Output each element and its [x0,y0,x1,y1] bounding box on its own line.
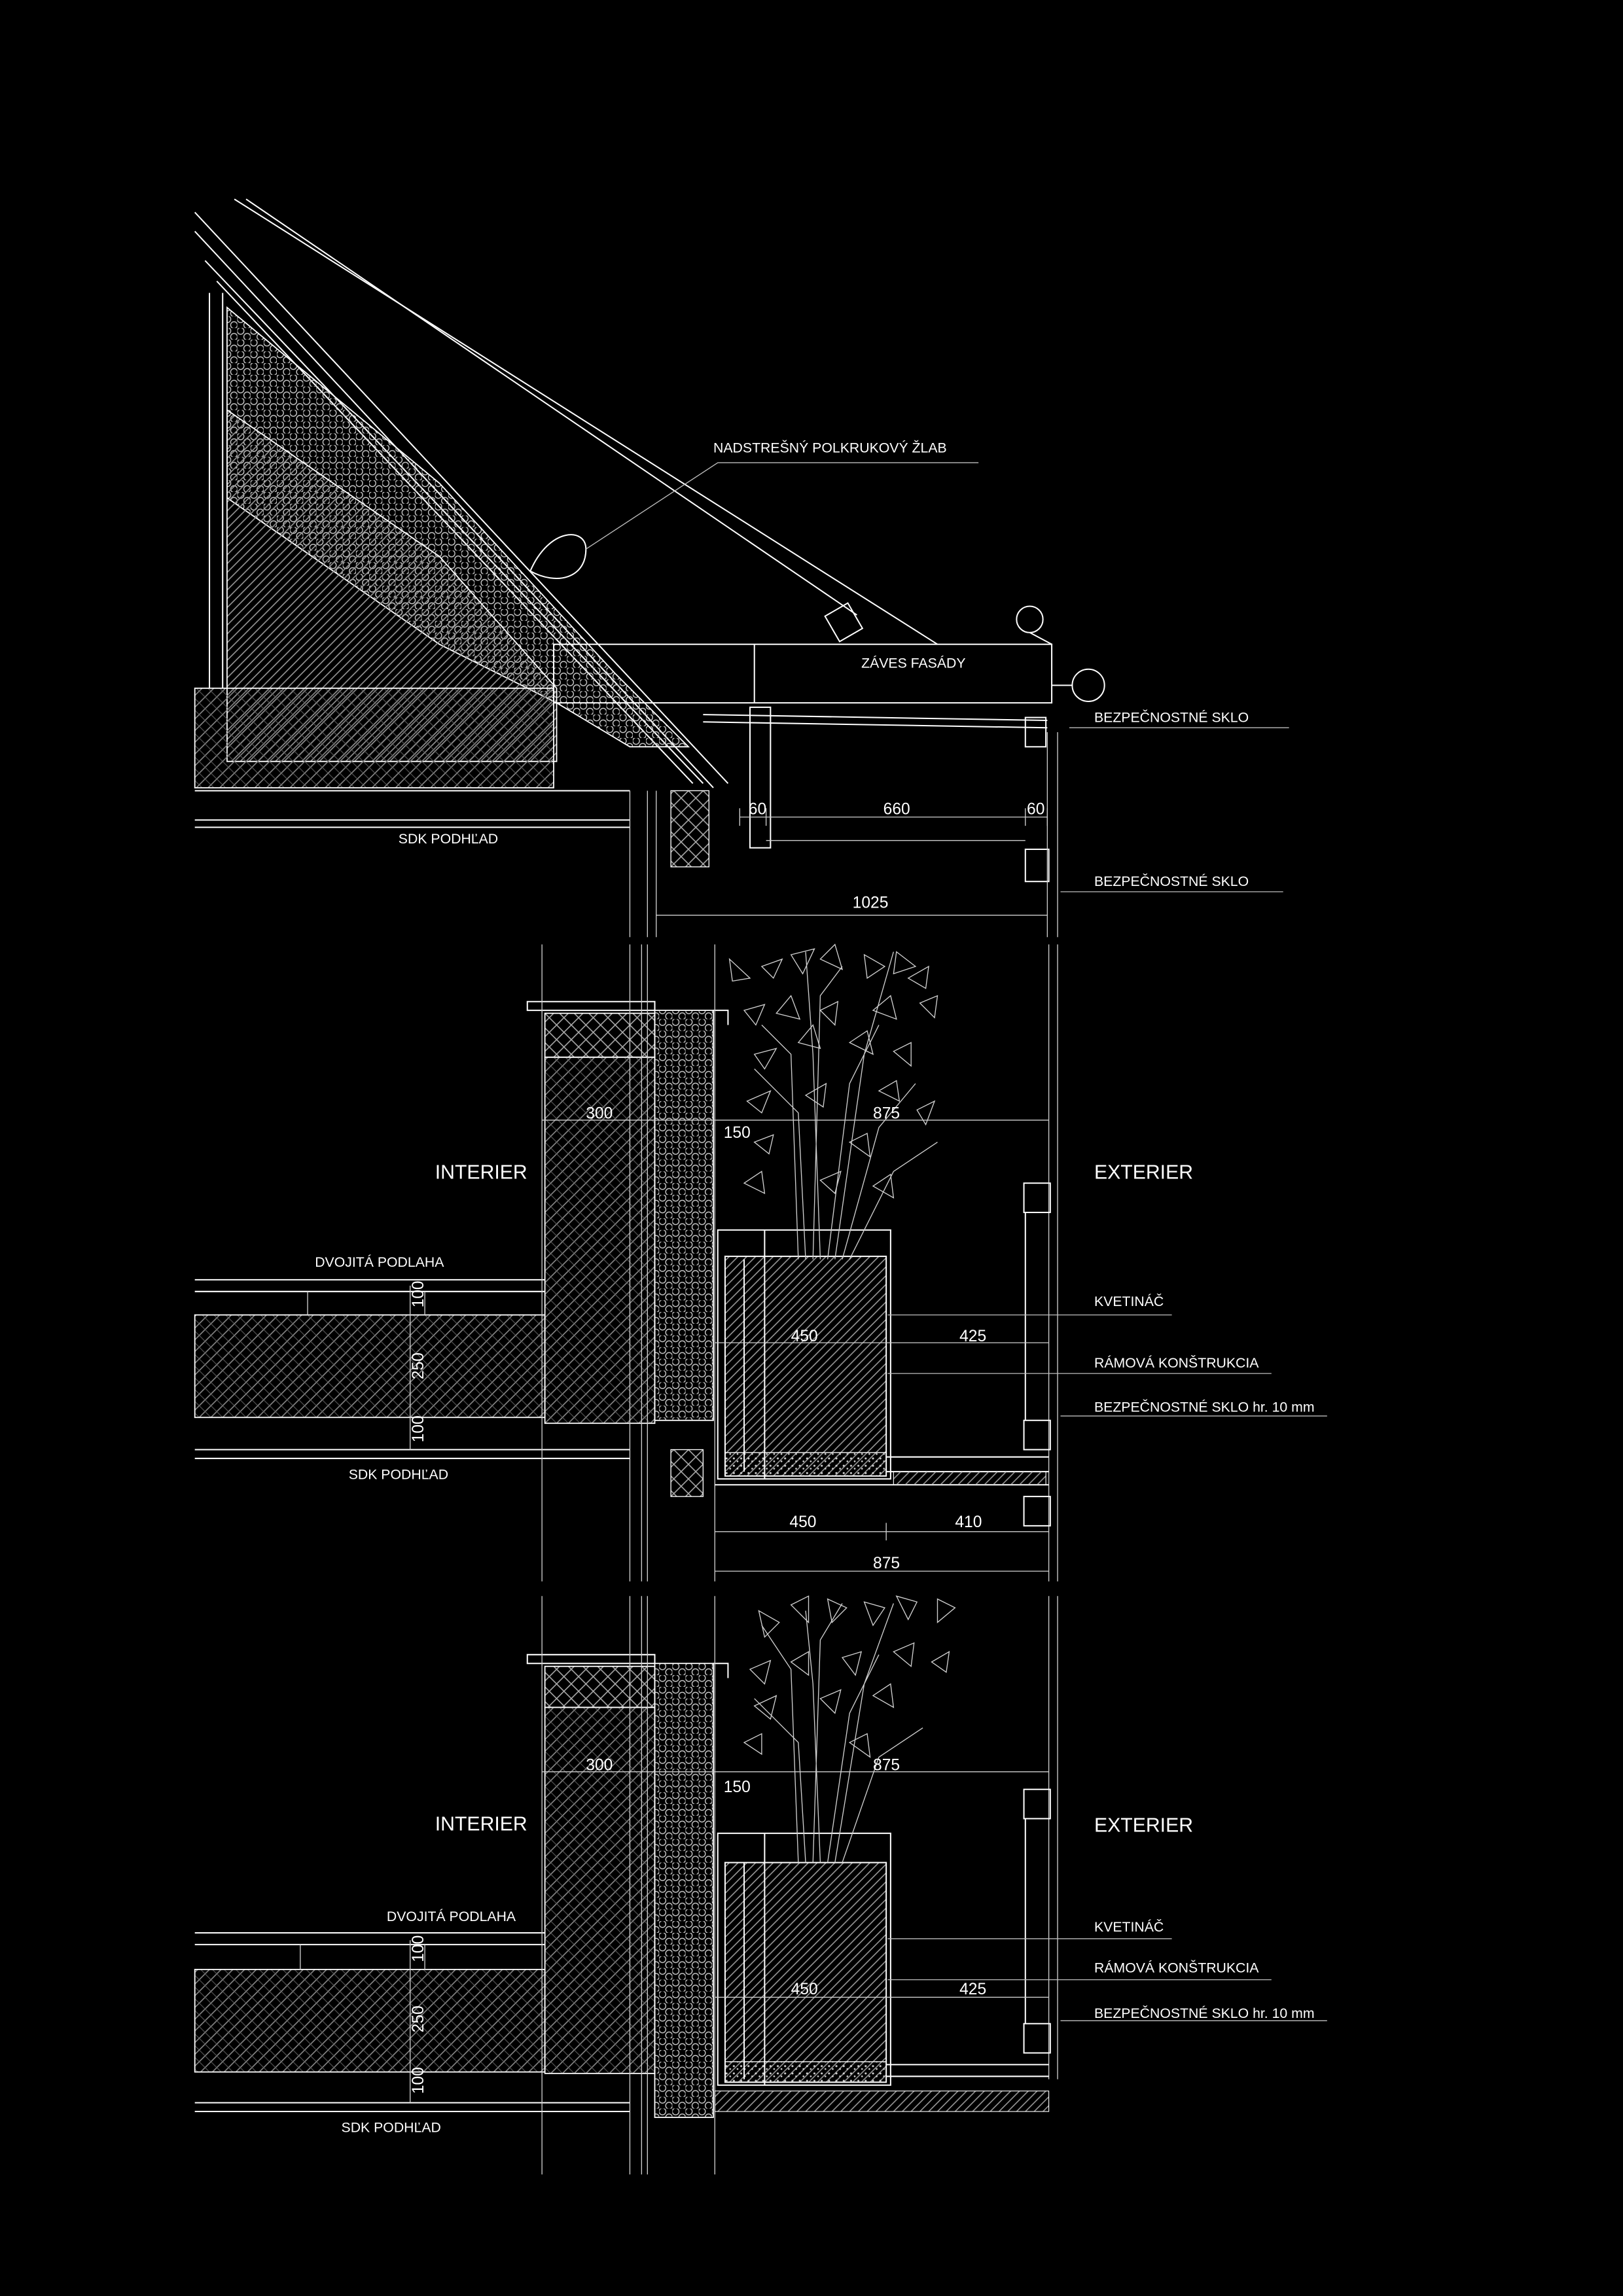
label-glass-10mm-1: BEZPEČNOSTNÉ SKLO hr. 10 mm [1094,1398,1315,1415]
dim-roof-right: 60 [1027,800,1044,818]
label-glass-10mm-2: BEZPEČNOSTNÉ SKLO hr. 10 mm [1094,2005,1315,2021]
label-safety-glass-1: BEZPEČNOSTNÉ SKLO [1094,709,1249,725]
label-exterior-1: EXTERIER [1094,1161,1193,1183]
label-exterior-2: EXTERIER [1094,1815,1193,1837]
label-ceiling-bottom: SDK PODHĽAD [342,2119,441,2135]
dim-s2-gap: 425 [959,1981,986,1998]
dim-s1-floor: 100 [410,1280,427,1307]
plant-drawing-lower [743,1595,956,1863]
label-ceiling-mid: SDK PODHĽAD [349,1466,448,1482]
plant-drawing-upper [728,944,938,1260]
dim-s1-slab: 250 [410,1352,427,1379]
label-frame-1: RÁMOVÁ KONŠTRUKCIA [1094,1354,1259,1371]
label-frame-2: RÁMOVÁ KONŠTRUKCIA [1094,1959,1259,1975]
dim-s1-bot-a: 450 [789,1513,816,1531]
floor-section-upper [194,944,1327,1581]
label-interior-1: INTERIER [435,1161,527,1183]
dim-roof-left: 60 [749,800,766,818]
dim-s2-slab: 250 [410,2005,427,2032]
dim-s1-wall: 300 [586,1105,613,1123]
label-gutter: NADSTREŠNÝ POLKRUKOVÝ ŽLAB [713,440,947,456]
dim-roof-total: 1025 [853,894,889,911]
dim-s1-ceiling: 100 [410,1415,427,1442]
label-planter-1: KVETINÁČ [1094,1293,1164,1309]
dim-s1-outer: 875 [873,1105,900,1123]
label-double-floor-2: DVOJITÁ PODLAHA [387,1908,516,1924]
dim-s2-planter: 450 [791,1981,818,1998]
label-safety-glass-2: BEZPEČNOSTNÉ SKLO [1094,873,1249,889]
dim-s2-outer: 875 [873,1757,900,1775]
dim-s2-wall: 300 [586,1757,613,1775]
dim-roof-mid: 660 [883,800,910,818]
dim-s1-bot-b: 410 [955,1513,982,1531]
label-double-floor-1: DVOJITÁ PODLAHA [315,1254,444,1270]
dim-s2-ceiling: 100 [410,2067,427,2094]
dim-s1-planter: 450 [791,1328,818,1345]
roof-eave-section [194,198,1289,938]
label-facade-hanger: ZÁVES FASÁDY [861,654,965,671]
annotation-labels: NADSTREŠNÝ POLKRUKOVÝ ŽLAB ZÁVES FASÁDY … [315,440,1314,2136]
label-interior-2: INTERIER [435,1813,527,1835]
dim-s1-bot-total: 875 [873,1555,900,1572]
dim-s1-insul: 150 [724,1124,751,1142]
floor-section-lower [194,1595,1327,2175]
dim-s2-insul: 150 [724,1778,751,1796]
label-planter-2: KVETINÁČ [1094,1918,1164,1935]
label-ceiling-top: SDK PODHĽAD [399,831,498,847]
dim-s1-gap: 425 [959,1328,986,1345]
dimension-labels: 60 660 60 1025 300 150 875 100 250 100 4… [410,800,1045,2094]
dim-s2-floor: 100 [410,1935,427,1962]
